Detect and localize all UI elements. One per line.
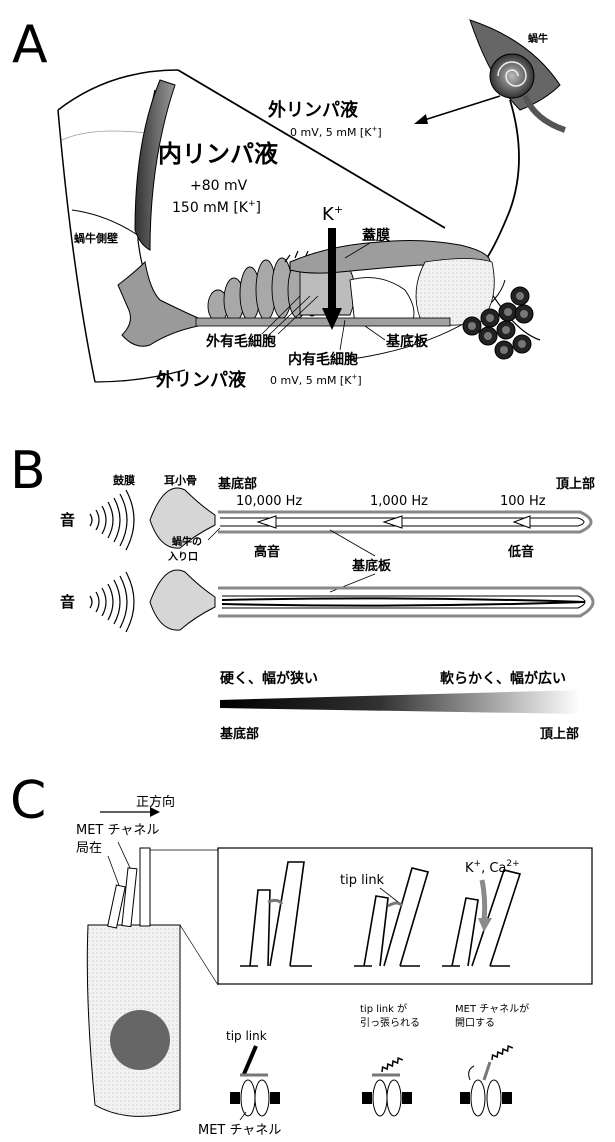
label-tip-link-pulled-1: tip link が	[360, 1002, 407, 1015]
label-inner-hair-cell: 内有毛細胞	[288, 351, 358, 368]
label-high-tone: 高音	[254, 544, 280, 560]
label-endolymph: 内リンパ液	[158, 140, 278, 168]
channel-open	[460, 1045, 513, 1116]
label-base-top: 基底部	[217, 476, 257, 492]
label-basilar-membrane-b: 基底板	[351, 558, 392, 574]
label-freq-high: 10,000 Hz	[236, 494, 302, 509]
stiffness-gradient-bar	[220, 690, 580, 714]
sound-waves-1	[90, 490, 134, 550]
panel-c-letter: C	[10, 771, 46, 831]
ossicles-2	[150, 570, 215, 630]
label-freq-low: 100 Hz	[500, 494, 546, 509]
sound-waves-2	[90, 572, 134, 632]
label-gradient-apex: 頂上部	[540, 726, 579, 742]
label-stiff-narrow: 硬く、幅が狭い	[220, 670, 318, 687]
basilar-membrane	[196, 318, 450, 326]
label-met-loc-2: 局在	[76, 841, 102, 856]
label-cochlea-entry-2: 入り口	[168, 551, 198, 563]
label-tip-link-small: tip link	[226, 1029, 267, 1043]
label-cochlea-entry-1: 蝸牛の	[172, 535, 202, 548]
panel-b: B 音 鼓膜 耳小骨 基底部 頂上部 10,000 Hz 1,000 Hz 10…	[10, 441, 595, 742]
label-outer-hair-cell: 外有毛細胞	[206, 333, 276, 350]
label-stria-wall: 蝸牛側壁	[74, 231, 118, 245]
label-gradient-base: 基底部	[219, 726, 259, 742]
label-perilymph-bottom-values: 0 mV, 5 mM [K+]	[270, 373, 362, 387]
label-basilar-membrane: 基底板	[386, 333, 429, 350]
scala-right-wall	[478, 100, 519, 270]
label-ossicles: 耳小骨	[164, 473, 197, 487]
cochlea-tube-2	[218, 588, 593, 616]
label-endolymph-voltage: +80 mV	[190, 178, 248, 194]
ion-influx-arrow	[482, 880, 485, 920]
label-freq-mid: 1,000 Hz	[370, 494, 428, 509]
hair-cell-nucleus	[110, 1010, 170, 1070]
label-tip-link-pulled-2: 引っ張られる	[360, 1017, 420, 1029]
label-met-open-2: 開口する	[455, 1017, 495, 1029]
label-low-tone: 低音	[507, 544, 534, 560]
label-cochlea: 蝸牛	[528, 32, 548, 45]
panel-c: C 正方向 MET チャネル 局在	[10, 771, 592, 1138]
panel-a: A	[12, 15, 565, 391]
label-met-channel: MET チャネル	[198, 1123, 281, 1138]
label-perilymph-top: 外リンパ液	[268, 99, 359, 121]
label-sound-1: 音	[60, 511, 75, 529]
label-positive-direction: 正方向	[136, 794, 175, 810]
label-tip-link: tip link	[340, 873, 385, 888]
label-tectorial-membrane: 蓋膜	[362, 227, 390, 244]
label-apex-top: 頂上部	[556, 476, 595, 492]
label-met-open-1: MET チャネルが	[455, 1002, 529, 1015]
cochlea-icon	[470, 20, 565, 130]
label-soft-wide: 軟らかく、幅が広い	[440, 670, 566, 687]
channel-pulled	[362, 1057, 412, 1116]
cochlea-pointer-arrow	[418, 96, 500, 122]
label-sound-2: 音	[60, 593, 75, 611]
cochlea-tube-1	[218, 512, 591, 532]
label-endolymph-k: 150 mM [K+]	[172, 199, 261, 216]
panel-a-letter: A	[12, 15, 48, 75]
label-met-loc-1: MET チャネル	[76, 823, 159, 838]
label-eardrum: 鼓膜	[113, 473, 135, 487]
stereocilia	[108, 848, 150, 928]
label-perilymph-bottom: 外リンパ液	[156, 369, 247, 391]
panel-b-letter: B	[10, 441, 46, 501]
label-perilymph-top-values: 0 mV, 5 mM [K+]	[290, 125, 382, 139]
channel-closed	[230, 1046, 280, 1116]
